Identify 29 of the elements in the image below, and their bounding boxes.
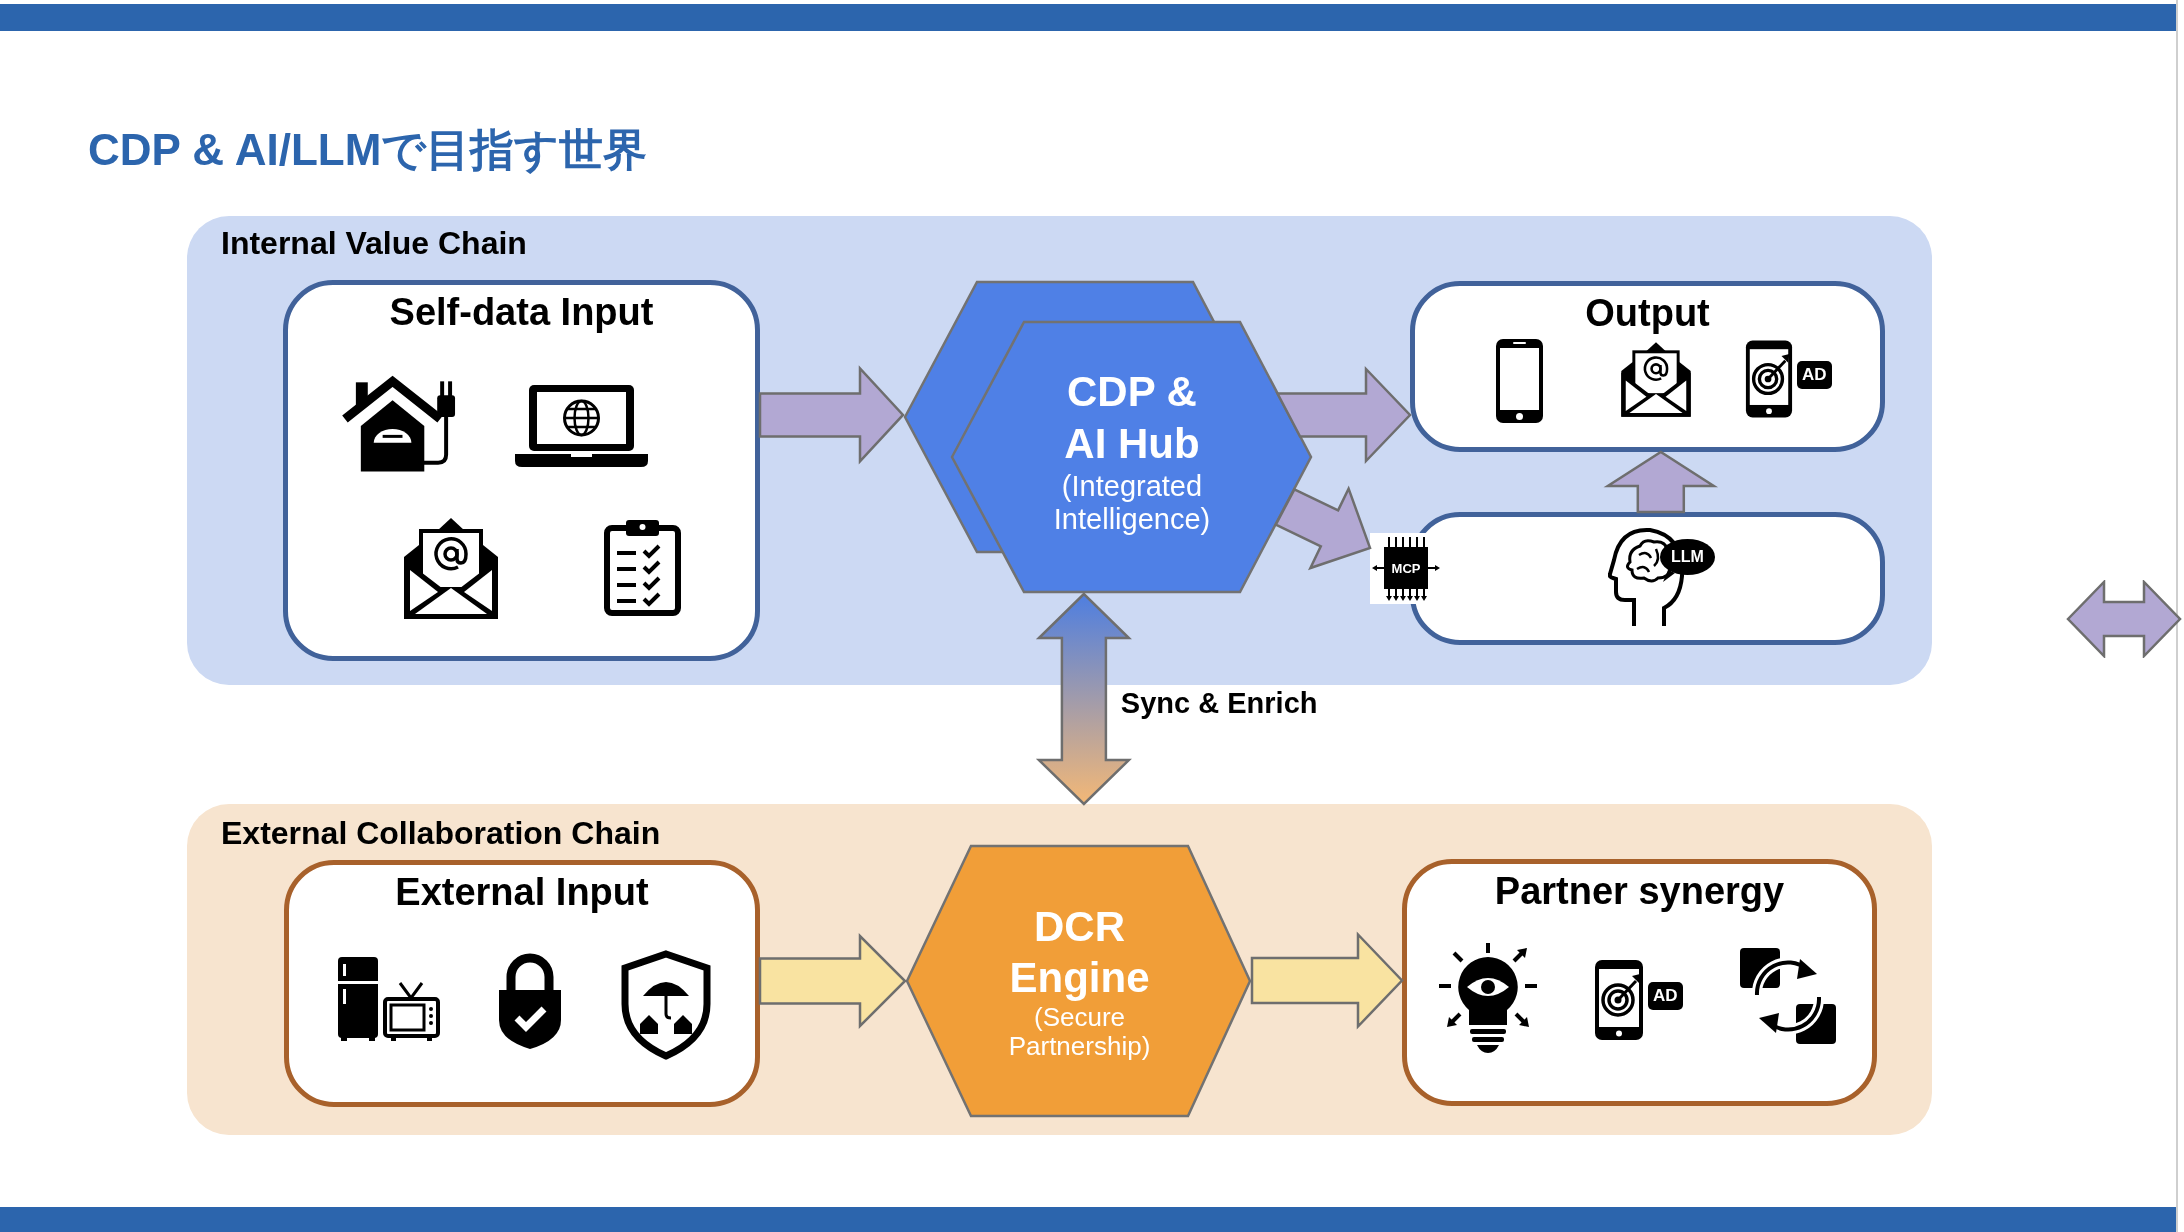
double-arrow bbox=[1035, 592, 1132, 806]
hexagon-title: CDP & AI Hub bbox=[1063, 367, 1201, 469]
ad-label: AD bbox=[1648, 982, 1683, 1010]
hexagon-subtitle: (Integrated Intelligence) bbox=[1052, 470, 1212, 536]
block-arrow bbox=[1275, 365, 1412, 465]
card-title: Partner synergy bbox=[1494, 869, 1785, 913]
block-arrow bbox=[1274, 485, 1372, 571]
hexagon-title: DCR Engine bbox=[1008, 902, 1151, 1003]
block-arrow bbox=[1603, 450, 1719, 514]
block-arrow bbox=[758, 365, 905, 465]
ad-label: AD bbox=[1797, 361, 1832, 389]
edge-label: Sync & Enrich bbox=[1120, 686, 1318, 720]
panel-title: Internal Value Chain bbox=[221, 224, 527, 262]
rounded-card bbox=[283, 280, 760, 661]
card-title: Output bbox=[1585, 291, 1710, 335]
chip-label: MCP bbox=[1391, 560, 1421, 576]
block-arrow bbox=[1250, 931, 1404, 1030]
group-panel bbox=[187, 804, 1932, 1135]
card-title: External Input bbox=[395, 870, 649, 914]
hexagon-subtitle: (Secure Partnership) bbox=[1007, 1003, 1152, 1061]
rounded-card bbox=[284, 860, 760, 1107]
rounded-card bbox=[1402, 859, 1877, 1106]
group-panel bbox=[187, 216, 1932, 685]
rounded-card bbox=[1410, 281, 1885, 452]
panel-title: External Collaboration Chain bbox=[221, 814, 661, 852]
slide-title: CDP & AI/LLMで目指す世界 bbox=[88, 124, 648, 176]
block-arrow bbox=[758, 933, 907, 1029]
speech-bubble: LLM bbox=[1660, 539, 1715, 575]
card-title: Self-data Input bbox=[389, 290, 654, 334]
